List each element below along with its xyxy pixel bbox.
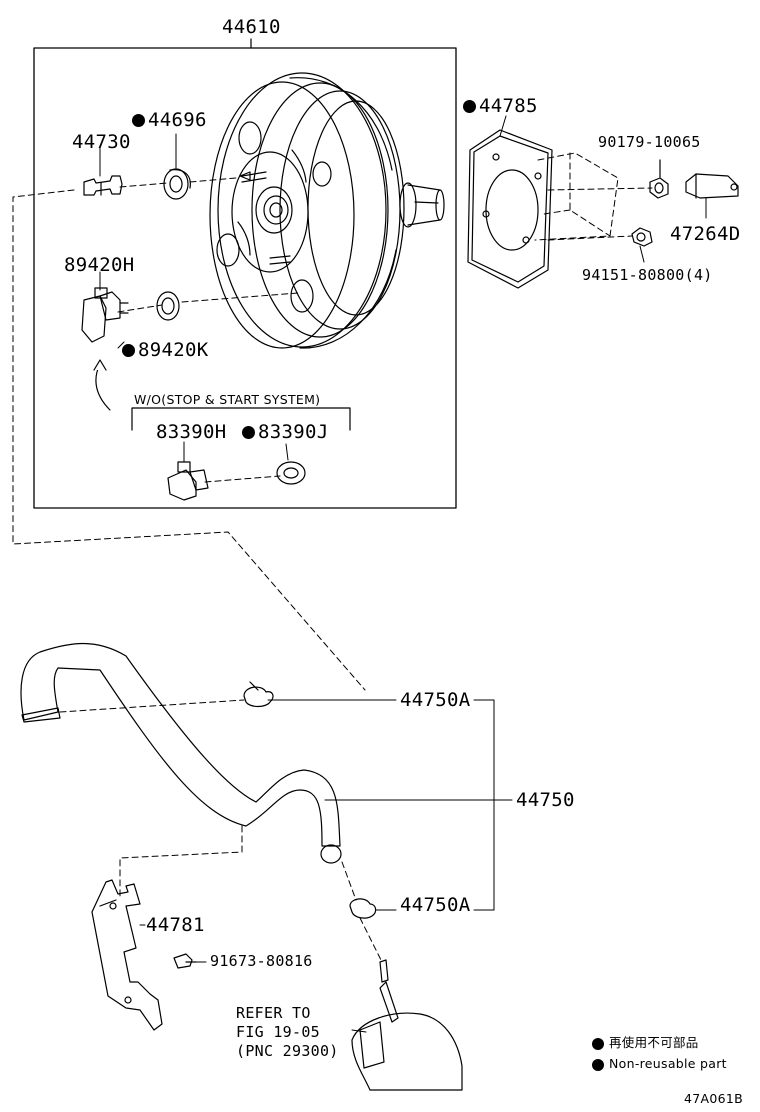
- label-bracket: 44781: [146, 914, 205, 936]
- master-cylinder-icon: [351, 959, 463, 1091]
- label-alt-sensor: 83390H: [156, 421, 227, 443]
- clevis-icon: [685, 173, 739, 199]
- figure-code: 47A061B: [684, 1091, 743, 1106]
- label-bolt: 91673-80816: [210, 952, 313, 970]
- label-check-valve: 44730: [72, 131, 131, 153]
- non-reusable-icon: [132, 114, 145, 127]
- non-reusable-icon: [463, 100, 476, 113]
- sensor-grommet-icon: [156, 291, 180, 321]
- legend-dot-icon: [592, 1038, 604, 1050]
- vacuum-hose-icon: [20, 642, 342, 864]
- alt-sensor-icon: [167, 461, 209, 501]
- label-clamp-lower: 44750A: [400, 894, 471, 916]
- label-sensor: 89420H: [64, 254, 135, 276]
- label-clevis: 47264D: [670, 223, 741, 245]
- assembly-frame: [33, 47, 457, 509]
- nut-upper-icon: [649, 159, 669, 199]
- nut-lower-icon: [631, 227, 653, 247]
- label-gasket: 44785: [463, 96, 538, 116]
- hose-clamp-upper-icon: [243, 681, 274, 708]
- pressure-sensor-icon: [81, 287, 129, 343]
- label-sensor-grommet: 89420K: [122, 340, 208, 360]
- label-booster: 44610: [222, 16, 281, 38]
- leader-lines: [99, 115, 707, 1033]
- alt-sensor-grommet-icon: [276, 461, 306, 485]
- label-clamp-upper: 44750A: [400, 689, 471, 711]
- check-valve-icon: [83, 175, 123, 196]
- label-refer-2: FIG 19-05: [236, 1023, 320, 1041]
- hose-bracket-icon: [91, 879, 163, 1031]
- non-reusable-icon: [242, 426, 255, 439]
- label-refer-1: REFER TO: [236, 1004, 311, 1022]
- label-alt-sensor-grommet-text: 83390J: [258, 421, 329, 443]
- dashed-reference-lines: [12, 152, 653, 963]
- non-reusable-icon: [122, 344, 135, 357]
- brake-booster-icon: [209, 72, 445, 349]
- label-alt-sensor-grommet: 83390J: [242, 422, 328, 442]
- curved-arrow-icon: [95, 363, 111, 411]
- hose-clamp-lower-icon: [349, 898, 377, 919]
- bolt-icon: [173, 953, 197, 969]
- legend-en: Non-reusable part: [609, 1056, 727, 1071]
- label-gasket-text: 44785: [479, 95, 538, 117]
- option-bracket: [131, 407, 351, 431]
- label-hose: 44750: [516, 789, 575, 811]
- label-nut-upper: 90179-10065: [598, 133, 701, 151]
- legend-dot-icon: [592, 1059, 604, 1071]
- legend-jp: 再使用不可部品: [609, 1035, 699, 1050]
- label-nut-lower: 94151-80800(4): [582, 266, 713, 284]
- grommet-icon: [163, 168, 191, 200]
- label-grommet: 44696: [132, 110, 207, 130]
- label-sensor-grommet-text: 89420K: [138, 339, 209, 361]
- label-refer-3: (PNC 29300): [236, 1042, 339, 1060]
- label-grommet-text: 44696: [148, 109, 207, 131]
- gasket-plate-icon: [467, 129, 553, 289]
- label-condition: W/O(STOP & START SYSTEM): [134, 392, 321, 407]
